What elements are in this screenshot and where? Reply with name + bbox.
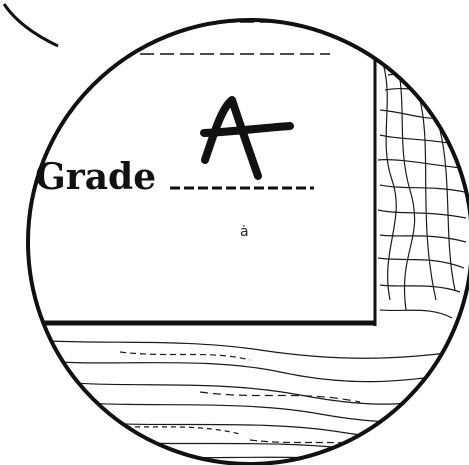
magnifier-circle (26, 18, 469, 465)
grade-letter-a (200, 96, 294, 180)
small-hand-mark: ȧ (240, 224, 249, 240)
outer-arc (2, 3, 59, 48)
grade-label: Grade (35, 156, 156, 198)
